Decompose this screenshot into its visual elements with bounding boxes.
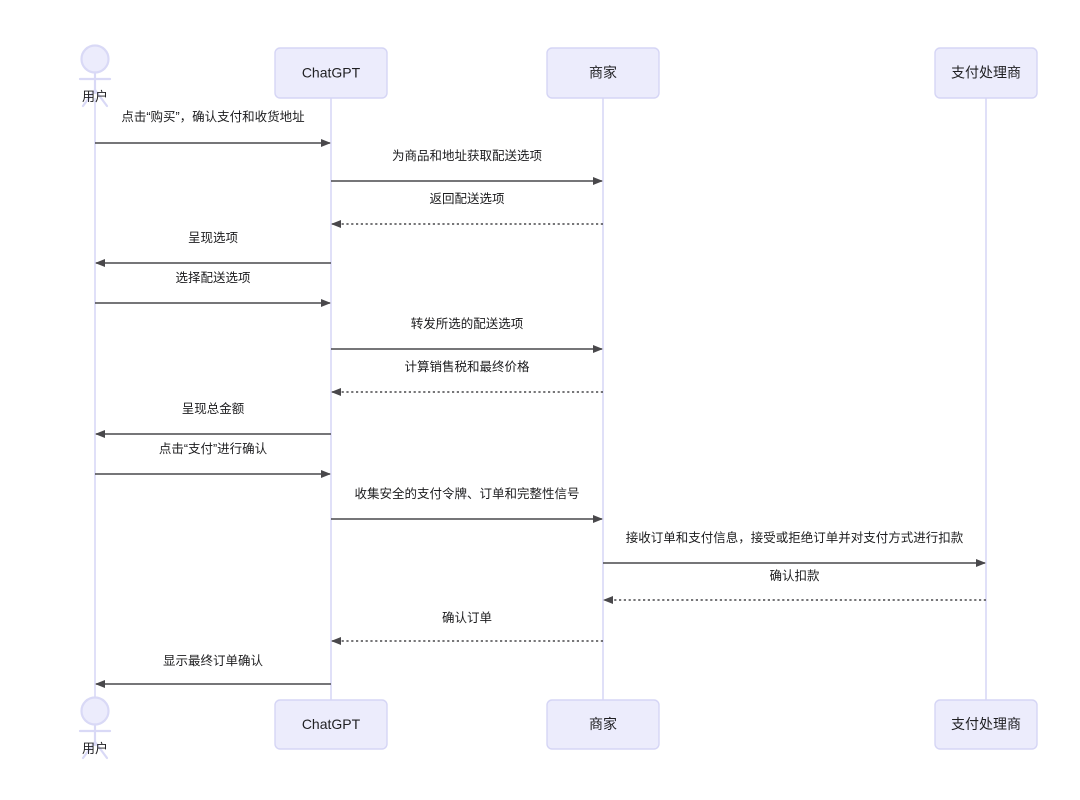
participant-box-merchant[interactable] (546, 47, 660, 99)
participant-label-user: 用户 (82, 741, 108, 756)
participant-box-merchant[interactable] (546, 699, 660, 750)
message-10: 收集安全的支付令牌、订单和完整性信号 (331, 486, 603, 523)
message-label-10: 收集安全的支付令牌、订单和完整性信号 (354, 486, 579, 501)
message-label-3: 返回配送选项 (429, 191, 504, 206)
message-8: 呈现总金额 (95, 401, 331, 438)
participant-merchant[interactable]: 商家 (546, 699, 660, 750)
message-4: 呈现选项 (95, 231, 331, 267)
message-label-8: 呈现总金额 (182, 401, 245, 416)
message-12: 确认扣款 (603, 569, 986, 604)
message-label-1: 点击“购买”，确认支付和收货地址 (121, 109, 305, 124)
participant-label-merchant: 商家 (589, 65, 617, 81)
message-label-14: 显示最终订单确认 (163, 653, 264, 668)
actor-head-icon (80, 44, 110, 74)
participant-merchant[interactable]: 商家 (546, 47, 660, 99)
message-13: 确认订单 (331, 611, 603, 645)
lifelines-group (94, 98, 987, 700)
message-2: 为商品和地址获取配送选项 (331, 148, 603, 185)
participant-label-psp: 支付处理商 (951, 65, 1021, 81)
message-7: 计算销售税和最终价格 (331, 359, 603, 396)
actor-user: 用户 (78, 696, 112, 760)
message-9: 点击“支付”进行确认 (95, 442, 331, 478)
message-14: 显示最终订单确认 (95, 653, 331, 688)
participant-label-psp: 支付处理商 (951, 716, 1021, 732)
actor-user: 用户 (78, 44, 112, 108)
message-label-11: 接收订单和支付信息，接受或拒绝订单并对支付方式进行扣款 (626, 530, 964, 545)
message-label-6: 转发所选的配送选项 (411, 316, 524, 331)
message-5: 选择配送选项 (95, 270, 331, 307)
participant-label-merchant: 商家 (589, 716, 617, 732)
message-1: 点击“购买”，确认支付和收货地址 (95, 109, 331, 147)
messages-group: 点击“购买”，确认支付和收货地址为商品和地址获取配送选项返回配送选项呈现选项选择… (95, 109, 986, 688)
participants-bottom-group: 用户 ChatGPT 商家 支付处理商 (78, 696, 1038, 760)
participants-top-group: 用户 ChatGPT 商家 支付处理商 (78, 44, 1038, 108)
message-label-7: 计算销售税和最终价格 (404, 359, 530, 374)
participant-psp[interactable]: 支付处理商 (934, 47, 1038, 99)
message-label-4: 呈现选项 (188, 231, 238, 245)
participant-label-chatgpt: ChatGPT (302, 716, 361, 732)
message-3: 返回配送选项 (331, 191, 603, 228)
participant-label-chatgpt: ChatGPT (302, 65, 361, 81)
actor-legs-icon (81, 88, 109, 108)
message-label-2: 为商品和地址获取配送选项 (392, 148, 542, 163)
message-label-12: 确认扣款 (769, 569, 820, 583)
actor-legs-icon (81, 740, 109, 760)
actor-head-icon (80, 696, 110, 726)
message-11: 接收订单和支付信息，接受或拒绝订单并对支付方式进行扣款 (603, 530, 986, 567)
participant-box-psp[interactable] (934, 699, 1038, 750)
message-label-5: 选择配送选项 (175, 270, 250, 285)
message-label-9: 点击“支付”进行确认 (159, 442, 268, 456)
participant-chatgpt[interactable]: ChatGPT (274, 699, 388, 750)
message-6: 转发所选的配送选项 (331, 316, 603, 353)
participant-psp[interactable]: 支付处理商 (934, 699, 1038, 750)
participant-chatgpt[interactable]: ChatGPT (274, 47, 388, 99)
participant-box-chatgpt[interactable] (274, 699, 388, 750)
participant-box-chatgpt[interactable] (274, 47, 388, 99)
participant-label-user: 用户 (82, 89, 108, 104)
participant-box-psp[interactable] (934, 47, 1038, 99)
message-label-13: 确认订单 (442, 611, 492, 625)
